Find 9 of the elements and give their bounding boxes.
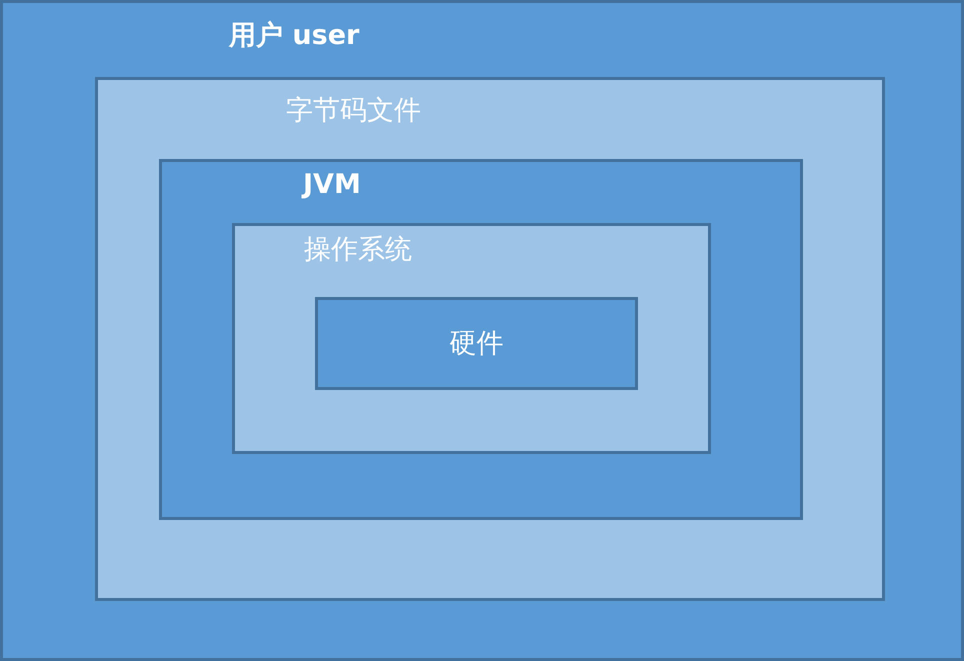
layer-title: JVM — [303, 169, 361, 201]
layer-box — [95, 77, 885, 601]
layer-title: 字节码文件 — [286, 95, 421, 127]
layer-title: 硬件 — [450, 328, 504, 360]
layer-title: 用户 user — [229, 20, 360, 52]
layer-box — [159, 159, 803, 520]
layer-box — [315, 297, 638, 390]
layer-title: 操作系统 — [304, 234, 412, 266]
layer-box — [232, 223, 711, 454]
